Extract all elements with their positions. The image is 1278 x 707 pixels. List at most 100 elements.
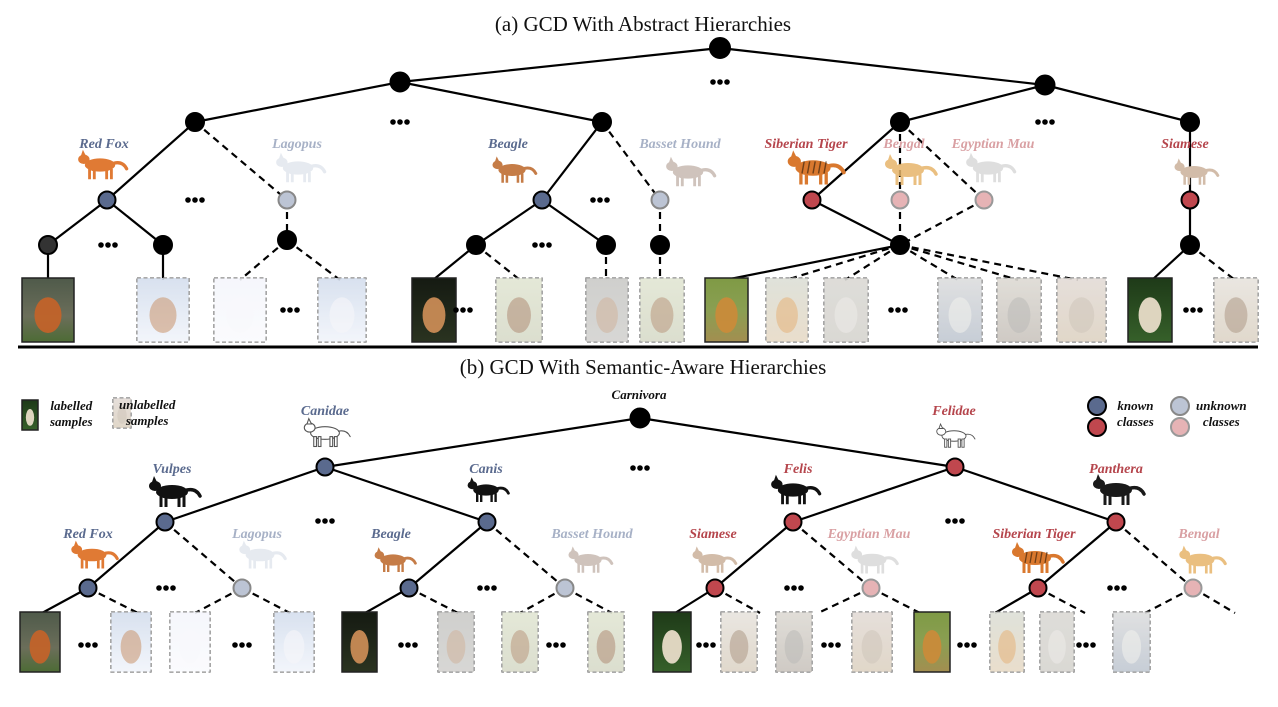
- lagopus-illustration-icon-b: [239, 540, 287, 569]
- ellipsis-dot: [828, 642, 834, 648]
- ellipsis-dot: [952, 518, 958, 524]
- animal-leg: [676, 175, 679, 187]
- stripe: [1044, 551, 1048, 564]
- animal-tail: [599, 556, 614, 565]
- ellipsis-dot: [604, 197, 610, 203]
- dashed-edge: [792, 521, 872, 589]
- thumb-a-siamese-labelled: [1127, 277, 1173, 343]
- label-b-panthera: Panthera: [1089, 462, 1143, 477]
- thumb-a-bengal-2: [823, 277, 869, 343]
- animal-leg: [581, 563, 585, 573]
- thumb-a-basset-hound: [639, 277, 685, 343]
- animal-leg: [101, 558, 105, 569]
- animal-leg: [313, 436, 317, 448]
- animal-tail: [337, 430, 351, 438]
- node-black: [1034, 74, 1056, 96]
- label-a-bengal: Bengal: [883, 137, 925, 152]
- stripe: [1029, 551, 1033, 564]
- node-b-siamese: [705, 578, 725, 598]
- red-fox-illustration-icon-b: [71, 540, 119, 569]
- node-a-siberian-tiger: [802, 190, 822, 210]
- thumb-a-siamese-unlabelled: [1213, 277, 1259, 343]
- ellipsis-dot: [322, 518, 328, 524]
- thumb-a-red-fox-unlabelled: [136, 277, 190, 343]
- thumbnail-faded-overlay: [586, 278, 628, 342]
- animal-leg: [961, 438, 965, 448]
- ellipsis-dot: [484, 585, 490, 591]
- panel-a-title: (a) GCD With Abstract Hierarchies: [494, 12, 792, 36]
- ellipsis-dot: [192, 197, 198, 203]
- ellipsis-dot: [964, 642, 970, 648]
- siberian-tiger-illustration-icon: [787, 150, 846, 185]
- animal-ear: [1015, 542, 1020, 548]
- thumbnail-faded-overlay: [111, 612, 151, 672]
- ellipsis-dot: [105, 242, 111, 248]
- animal-ear: [938, 422, 944, 429]
- ellipsis-icon: [232, 642, 252, 648]
- animal-leg: [697, 175, 701, 187]
- label-b-beagle: Beagle: [371, 527, 411, 542]
- animal-leg: [1188, 563, 1192, 574]
- animal-leg: [177, 496, 181, 507]
- animal-head: [1012, 547, 1024, 557]
- animal-head: [467, 481, 478, 490]
- ellipsis-icon: [453, 307, 473, 313]
- legend-unlabelled-text: unlabelled samples: [119, 397, 175, 429]
- legend-known-blue-swatch: [1087, 396, 1107, 416]
- animal-head: [568, 550, 579, 560]
- ellipsis-icon: [280, 307, 300, 313]
- animal-leg: [947, 438, 952, 448]
- thumb-a-beagle-unlabelled: [495, 277, 543, 343]
- animal-head: [771, 479, 783, 490]
- animal-leg: [592, 563, 596, 573]
- thumbnail-faded-overlay: [776, 612, 812, 672]
- thumb-b-red-fox-unlabelled: [110, 611, 152, 673]
- thumbnail-subject: [283, 630, 305, 664]
- node-black: [890, 235, 910, 255]
- ellipsis-dot: [560, 642, 566, 648]
- thumb-a-beagle-labelled: [411, 277, 457, 343]
- ellipsis-icon: [78, 642, 98, 648]
- thumbnail-border: [775, 611, 813, 673]
- ellipsis-dot: [294, 307, 300, 313]
- ellipsis-dot: [798, 585, 804, 591]
- felis-silhouette-icon: [771, 474, 822, 505]
- thumbnail-faded-overlay: [137, 278, 189, 342]
- solid-edge: [811, 121, 901, 201]
- animal-body: [892, 163, 924, 177]
- legend-unlabelled-line2: samples: [125, 413, 169, 428]
- animal-body: [574, 554, 602, 566]
- thumbnail-subject: [179, 630, 201, 664]
- animal-leg: [1183, 175, 1186, 185]
- thumbnail-subject: [29, 630, 51, 664]
- animal-leg: [865, 563, 868, 574]
- animal-leg: [253, 558, 256, 569]
- ellipsis-dot: [239, 642, 245, 648]
- ellipsis-icon: [315, 518, 335, 524]
- solid-edge: [639, 416, 956, 469]
- animal-leg: [164, 496, 168, 507]
- ellipsis-icon: [630, 465, 650, 471]
- thumbnail-subject: [861, 630, 883, 664]
- animal-tail: [1211, 556, 1227, 566]
- thumb-b-siberian-tiger-labelled: [913, 611, 951, 673]
- animal-leg: [881, 563, 885, 574]
- animal-leg: [397, 563, 400, 572]
- ellipsis-dot: [710, 642, 716, 648]
- solid-edge: [724, 243, 901, 282]
- animal-leg: [333, 436, 338, 448]
- thumbnail-subject: [662, 630, 682, 664]
- thumbnail-subject: [120, 630, 142, 664]
- animal-leg: [1209, 563, 1213, 574]
- dashed-edge: [475, 244, 521, 281]
- animal-tail: [723, 556, 738, 565]
- siberian-tiger-stripes-b: [1024, 551, 1048, 564]
- siberian-tiger-illustration-icon-b: [1012, 542, 1065, 573]
- animal-leg: [317, 436, 322, 448]
- label-a-red-fox: Red Fox: [79, 137, 129, 152]
- node-a-red-fox: [97, 190, 117, 210]
- animal-head: [666, 161, 678, 172]
- dashed-edge: [1115, 521, 1194, 589]
- stripe: [806, 161, 811, 174]
